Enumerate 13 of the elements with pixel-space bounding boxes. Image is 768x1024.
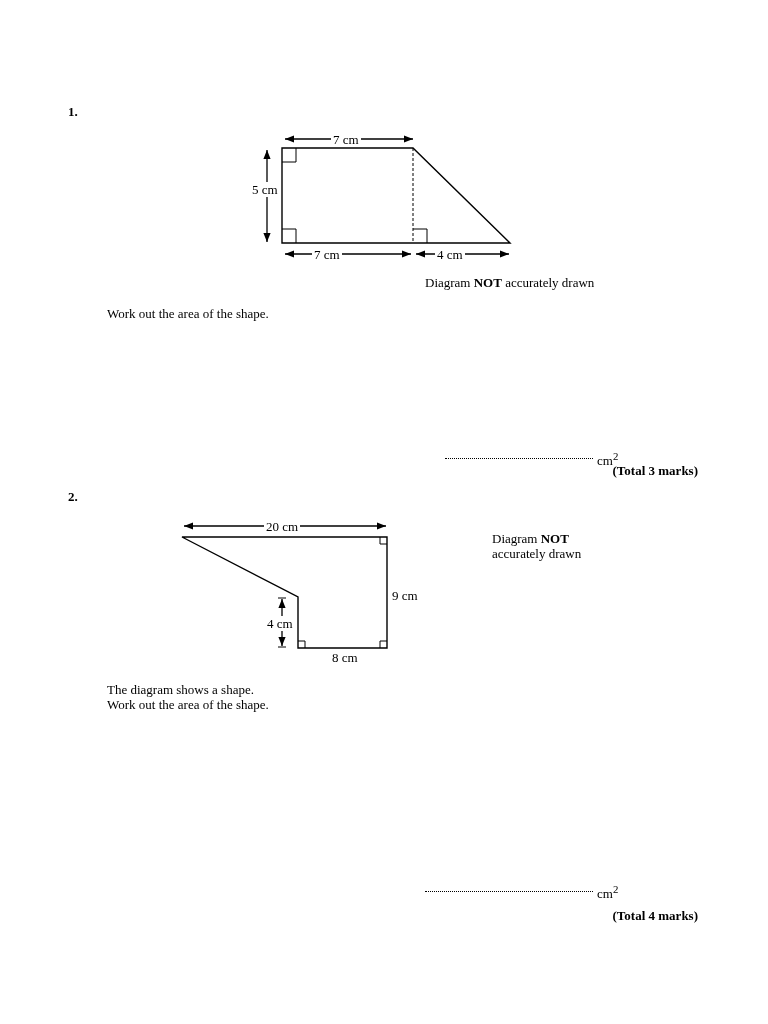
dimension-label: 4 cm xyxy=(265,616,295,631)
unit-label: cm$^{2}$ xyxy=(597,882,619,902)
diagram-note: Diagram NOT accurately drawn xyxy=(492,531,583,561)
question-number: 2. xyxy=(68,489,78,504)
dimension-label: 5 cm xyxy=(250,182,280,197)
question-text: Work out the area of the shape. xyxy=(107,697,269,712)
dimension-label: 8 cm xyxy=(332,650,358,665)
question-text: The diagram shows a shape. xyxy=(107,682,254,697)
dimension-label: 9 cm xyxy=(392,588,418,603)
diagram-note: Diagram NOT accurately drawn xyxy=(425,275,595,290)
marks-total: (Total 4 marks) xyxy=(612,908,698,923)
question-number: 1. xyxy=(68,104,78,119)
question-text: Work out the area of the shape. xyxy=(107,306,269,321)
